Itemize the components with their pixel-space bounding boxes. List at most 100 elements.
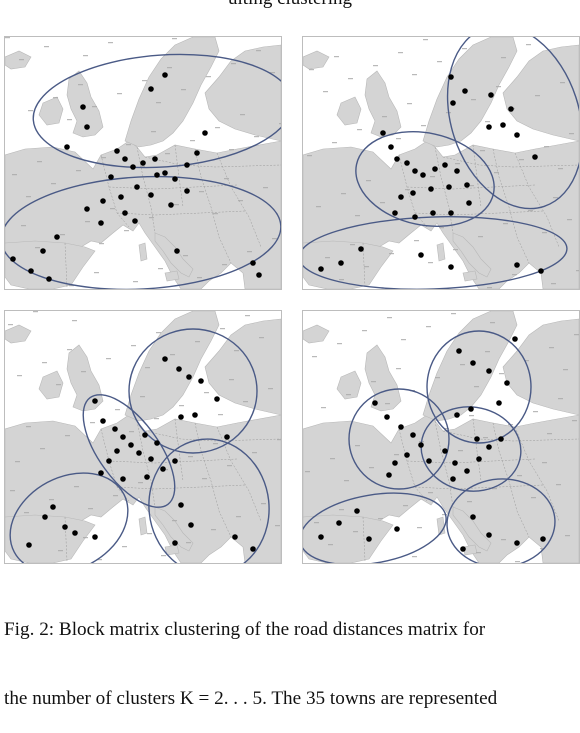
map-place-name-speck [544,146,549,148]
map-place-name-speck [195,341,200,343]
town-marker [474,436,480,442]
map-place-name-speck [487,287,492,289]
country-border [194,148,232,264]
map-place-name-speck [414,240,419,242]
map-place-name-speck [60,234,65,236]
map-place-name-speck [5,37,10,39]
country-border [472,418,482,482]
town-marker [372,400,378,406]
europe-map-svg [303,37,579,289]
map-place-name-speck [12,174,17,176]
map-place-name-speck [94,272,99,274]
map-place-name-speck [476,552,481,554]
map-place-name-speck [321,407,326,409]
town-marker [100,198,106,204]
map-place-name-speck [33,311,38,313]
map-place-name-speck [501,539,506,541]
town-marker [398,424,404,430]
country-border [414,484,544,490]
town-marker [384,414,390,420]
map-place-name-speck [213,443,218,445]
town-marker [470,514,476,520]
map-place-name-speck [126,144,131,146]
town-marker [42,514,48,520]
map-place-name-speck [115,409,120,411]
map-place-name-speck [437,61,442,63]
town-marker [168,202,174,208]
town-marker [136,450,142,456]
europe-map-svg [303,311,579,563]
town-marker [98,470,104,476]
country-border [116,484,246,490]
country-border [64,242,68,288]
map-place-name-speck [99,243,104,245]
land-mass [336,370,362,400]
map-place-name-speck [337,343,342,345]
town-marker [338,260,344,266]
town-marker [28,268,34,274]
town-marker [198,378,204,384]
town-marker [92,534,98,540]
land-mass [5,50,32,70]
land-mass [164,544,180,556]
town-marker [498,436,504,442]
town-marker [386,472,392,478]
map-place-name-speck [69,285,74,287]
map-place-name-speck [58,550,63,552]
map-place-name-speck [275,525,280,527]
town-marker [412,214,418,220]
map-place-name-speck [49,499,54,501]
map-place-name-speck [231,63,236,65]
town-marker [358,246,364,252]
cluster-ellipse [148,438,270,563]
map-place-name-speck [108,42,113,44]
map-place-name-speck [170,354,175,356]
map-place-name-speck [40,448,45,450]
map-place-name-speck [565,535,570,537]
land-mass [452,232,492,278]
town-marker [392,210,398,216]
town-marker [10,256,16,262]
map-place-name-speck [444,428,449,430]
town-marker [162,170,168,176]
town-marker [504,380,510,386]
map-place-name-speck [147,533,152,535]
town-marker [514,540,520,546]
map-place-name-speck [183,255,188,257]
map-place-name-speck [364,266,369,268]
town-marker [486,444,492,450]
town-marker [380,130,386,136]
town-marker [256,272,262,278]
map-place-name-speck [204,392,209,394]
map-place-name-speck [67,119,72,121]
town-marker [418,442,424,448]
map-place-name-speck [442,514,447,516]
map-place-name-speck [371,381,376,383]
town-marker [134,184,140,190]
map-place-name-speck [186,542,191,544]
map-place-name-speck [469,415,474,417]
town-marker [162,356,168,362]
country-border [100,154,130,228]
map-place-name-speck [357,129,362,131]
map-place-name-speck [72,320,77,322]
map-place-name-speck [567,219,572,221]
cluster-ellipse [355,131,495,227]
land-mass [5,514,96,563]
town-marker [84,206,90,212]
map-place-name-speck [412,74,417,76]
map-place-name-speck [428,492,433,494]
town-marker [442,448,448,454]
map-place-name-speck [263,187,268,189]
map-place-name-speck [492,488,497,490]
map-place-name-speck [259,337,264,339]
cluster-ellipse [446,478,556,563]
town-marker [192,412,198,418]
town-marker [72,530,78,536]
town-marker [394,526,400,532]
town-marker [540,536,546,542]
map-place-name-speck [92,106,97,108]
land-mass [138,242,148,262]
map-place-name-speck [149,217,154,219]
town-marker [232,534,238,540]
